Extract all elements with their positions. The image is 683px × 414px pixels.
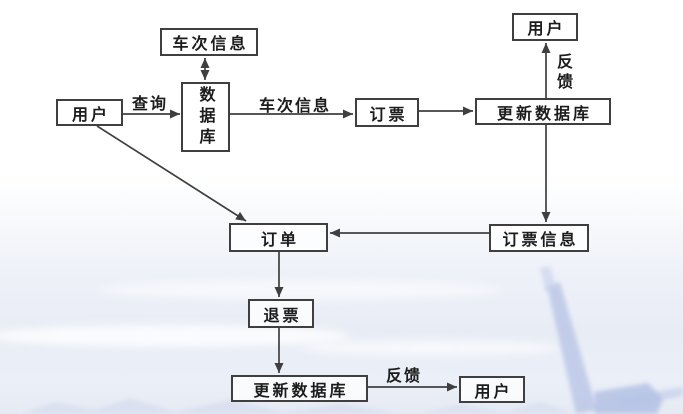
node-user-left: 用户	[56, 99, 123, 126]
node-train-info-label: 车次信息	[172, 34, 249, 53]
haze-streak	[300, 340, 560, 356]
edge-user-to-order-diagonal	[96, 125, 247, 222]
node-update-database-bottom-label: 更新数据库	[253, 380, 349, 400]
ground-silhouette	[20, 398, 400, 414]
node-database: 数据库	[181, 82, 230, 152]
node-order: 订单	[229, 223, 328, 252]
node-refund-label: 退票	[263, 305, 302, 325]
node-train-info: 车次信息	[160, 28, 258, 56]
edge-label-feedback-bottom: 反馈	[386, 366, 423, 385]
node-database-label: 数据库	[196, 85, 216, 149]
edge-label-train-info: 车次信息	[259, 96, 332, 115]
crane-arm	[618, 387, 683, 408]
node-user-left-label: 用户	[71, 104, 110, 124]
node-book-ticket: 订票	[355, 98, 419, 127]
node-update-database-top: 更新数据库	[475, 98, 611, 125]
ground-silhouette	[420, 402, 575, 414]
node-booking-info-label: 订票信息	[502, 230, 579, 249]
node-book-ticket-label: 订票	[369, 104, 408, 124]
crane-boom-tip	[540, 266, 557, 292]
haze-streak	[0, 325, 350, 347]
node-refund: 退票	[248, 299, 314, 328]
haze-streak	[100, 280, 500, 300]
node-user-top-right-label: 用户	[527, 19, 566, 38]
node-user-bottom: 用户	[459, 376, 525, 403]
node-update-database-bottom: 更新数据库	[231, 375, 368, 402]
node-booking-info: 订票信息	[489, 224, 589, 252]
node-update-database-top-label: 更新数据库	[496, 103, 592, 123]
node-order-label: 订单	[260, 229, 299, 249]
node-user-bottom-label: 用户	[474, 381, 513, 401]
edge-label-query: 查询	[132, 94, 169, 113]
crane-boom	[547, 282, 597, 414]
edge-label-feedback-top: 反馈	[554, 53, 573, 93]
node-user-top-right: 用户	[512, 13, 578, 41]
